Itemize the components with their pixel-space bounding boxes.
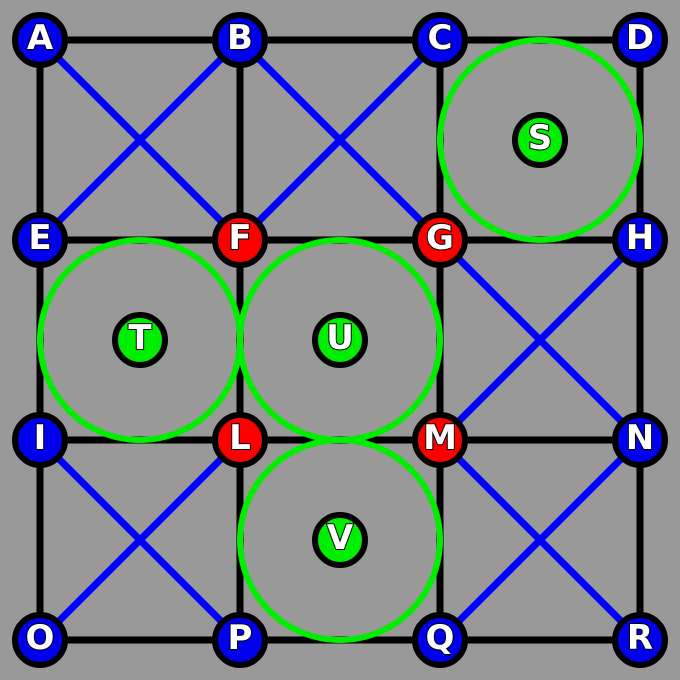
node-m: M <box>412 412 468 468</box>
node-s: S <box>512 112 568 168</box>
node-i: I <box>12 412 68 468</box>
node-circle-i <box>12 412 68 468</box>
node-circle-p <box>212 612 268 668</box>
node-label-c: C <box>428 18 453 58</box>
node-label-e: E <box>28 218 51 258</box>
node-circle-g <box>412 212 468 268</box>
node-circle-m <box>412 412 468 468</box>
node-label-a: A <box>27 18 54 58</box>
node-circle-v <box>312 512 368 568</box>
node-circle-t <box>112 312 168 368</box>
node-label-f: F <box>228 218 251 258</box>
node-a: A <box>12 12 68 68</box>
nodes: A B C D E F G H I L M N O P Q R S T U V <box>12 12 668 668</box>
green-circles <box>37 37 643 643</box>
node-l: L <box>212 412 268 468</box>
node-circle-d <box>612 12 668 68</box>
node-label-i: I <box>34 418 47 458</box>
node-label-t: T <box>128 318 152 358</box>
diagonal-edge-b-e <box>36 36 244 244</box>
node-h: H <box>612 212 668 268</box>
node-label-h: H <box>626 218 654 258</box>
node-circle-b <box>212 12 268 68</box>
node-circle-c <box>412 12 468 68</box>
node-v: V <box>312 512 368 568</box>
node-label-g: G <box>426 218 454 258</box>
node-circle-u <box>312 312 368 368</box>
node-circle-f <box>212 212 268 268</box>
node-d: D <box>612 12 668 68</box>
node-label-l: L <box>229 418 251 458</box>
node-p: P <box>212 612 268 668</box>
node-o: O <box>12 612 68 668</box>
node-circle-s <box>512 112 568 168</box>
ring-v <box>237 437 443 643</box>
node-label-p: P <box>228 618 253 658</box>
node-label-s: S <box>528 118 553 158</box>
node-circle-o <box>12 612 68 668</box>
node-q: Q <box>412 612 468 668</box>
node-label-m: M <box>423 418 457 458</box>
node-u: U <box>312 312 368 368</box>
node-label-b: B <box>227 18 253 58</box>
diagonal-edge-h-m <box>436 236 644 444</box>
ring-s <box>437 37 643 243</box>
node-circle-n <box>612 412 668 468</box>
node-label-o: O <box>26 618 55 658</box>
node-r: R <box>612 612 668 668</box>
node-label-d: D <box>626 18 654 58</box>
diagonal-edges <box>36 36 644 644</box>
node-t: T <box>112 312 168 368</box>
node-label-q: Q <box>426 618 455 658</box>
node-label-u: U <box>326 318 354 358</box>
node-circle-r <box>612 612 668 668</box>
node-g: G <box>412 212 468 268</box>
node-n: N <box>612 412 668 468</box>
node-circle-a <box>12 12 68 68</box>
node-label-n: N <box>626 418 654 458</box>
diagonal-edge-n-q <box>436 436 644 644</box>
node-circle-q <box>412 612 468 668</box>
diagonal-edge-c-f <box>236 36 444 244</box>
node-label-v: V <box>327 518 354 558</box>
node-f: F <box>212 212 268 268</box>
node-c: C <box>412 12 468 68</box>
node-circle-l <box>212 412 268 468</box>
node-label-r: R <box>627 618 653 658</box>
diagonal-edge-l-o <box>36 436 244 644</box>
node-circle-h <box>612 212 668 268</box>
node-b: B <box>212 12 268 68</box>
node-e: E <box>12 212 68 268</box>
node-circle-e <box>12 212 68 268</box>
